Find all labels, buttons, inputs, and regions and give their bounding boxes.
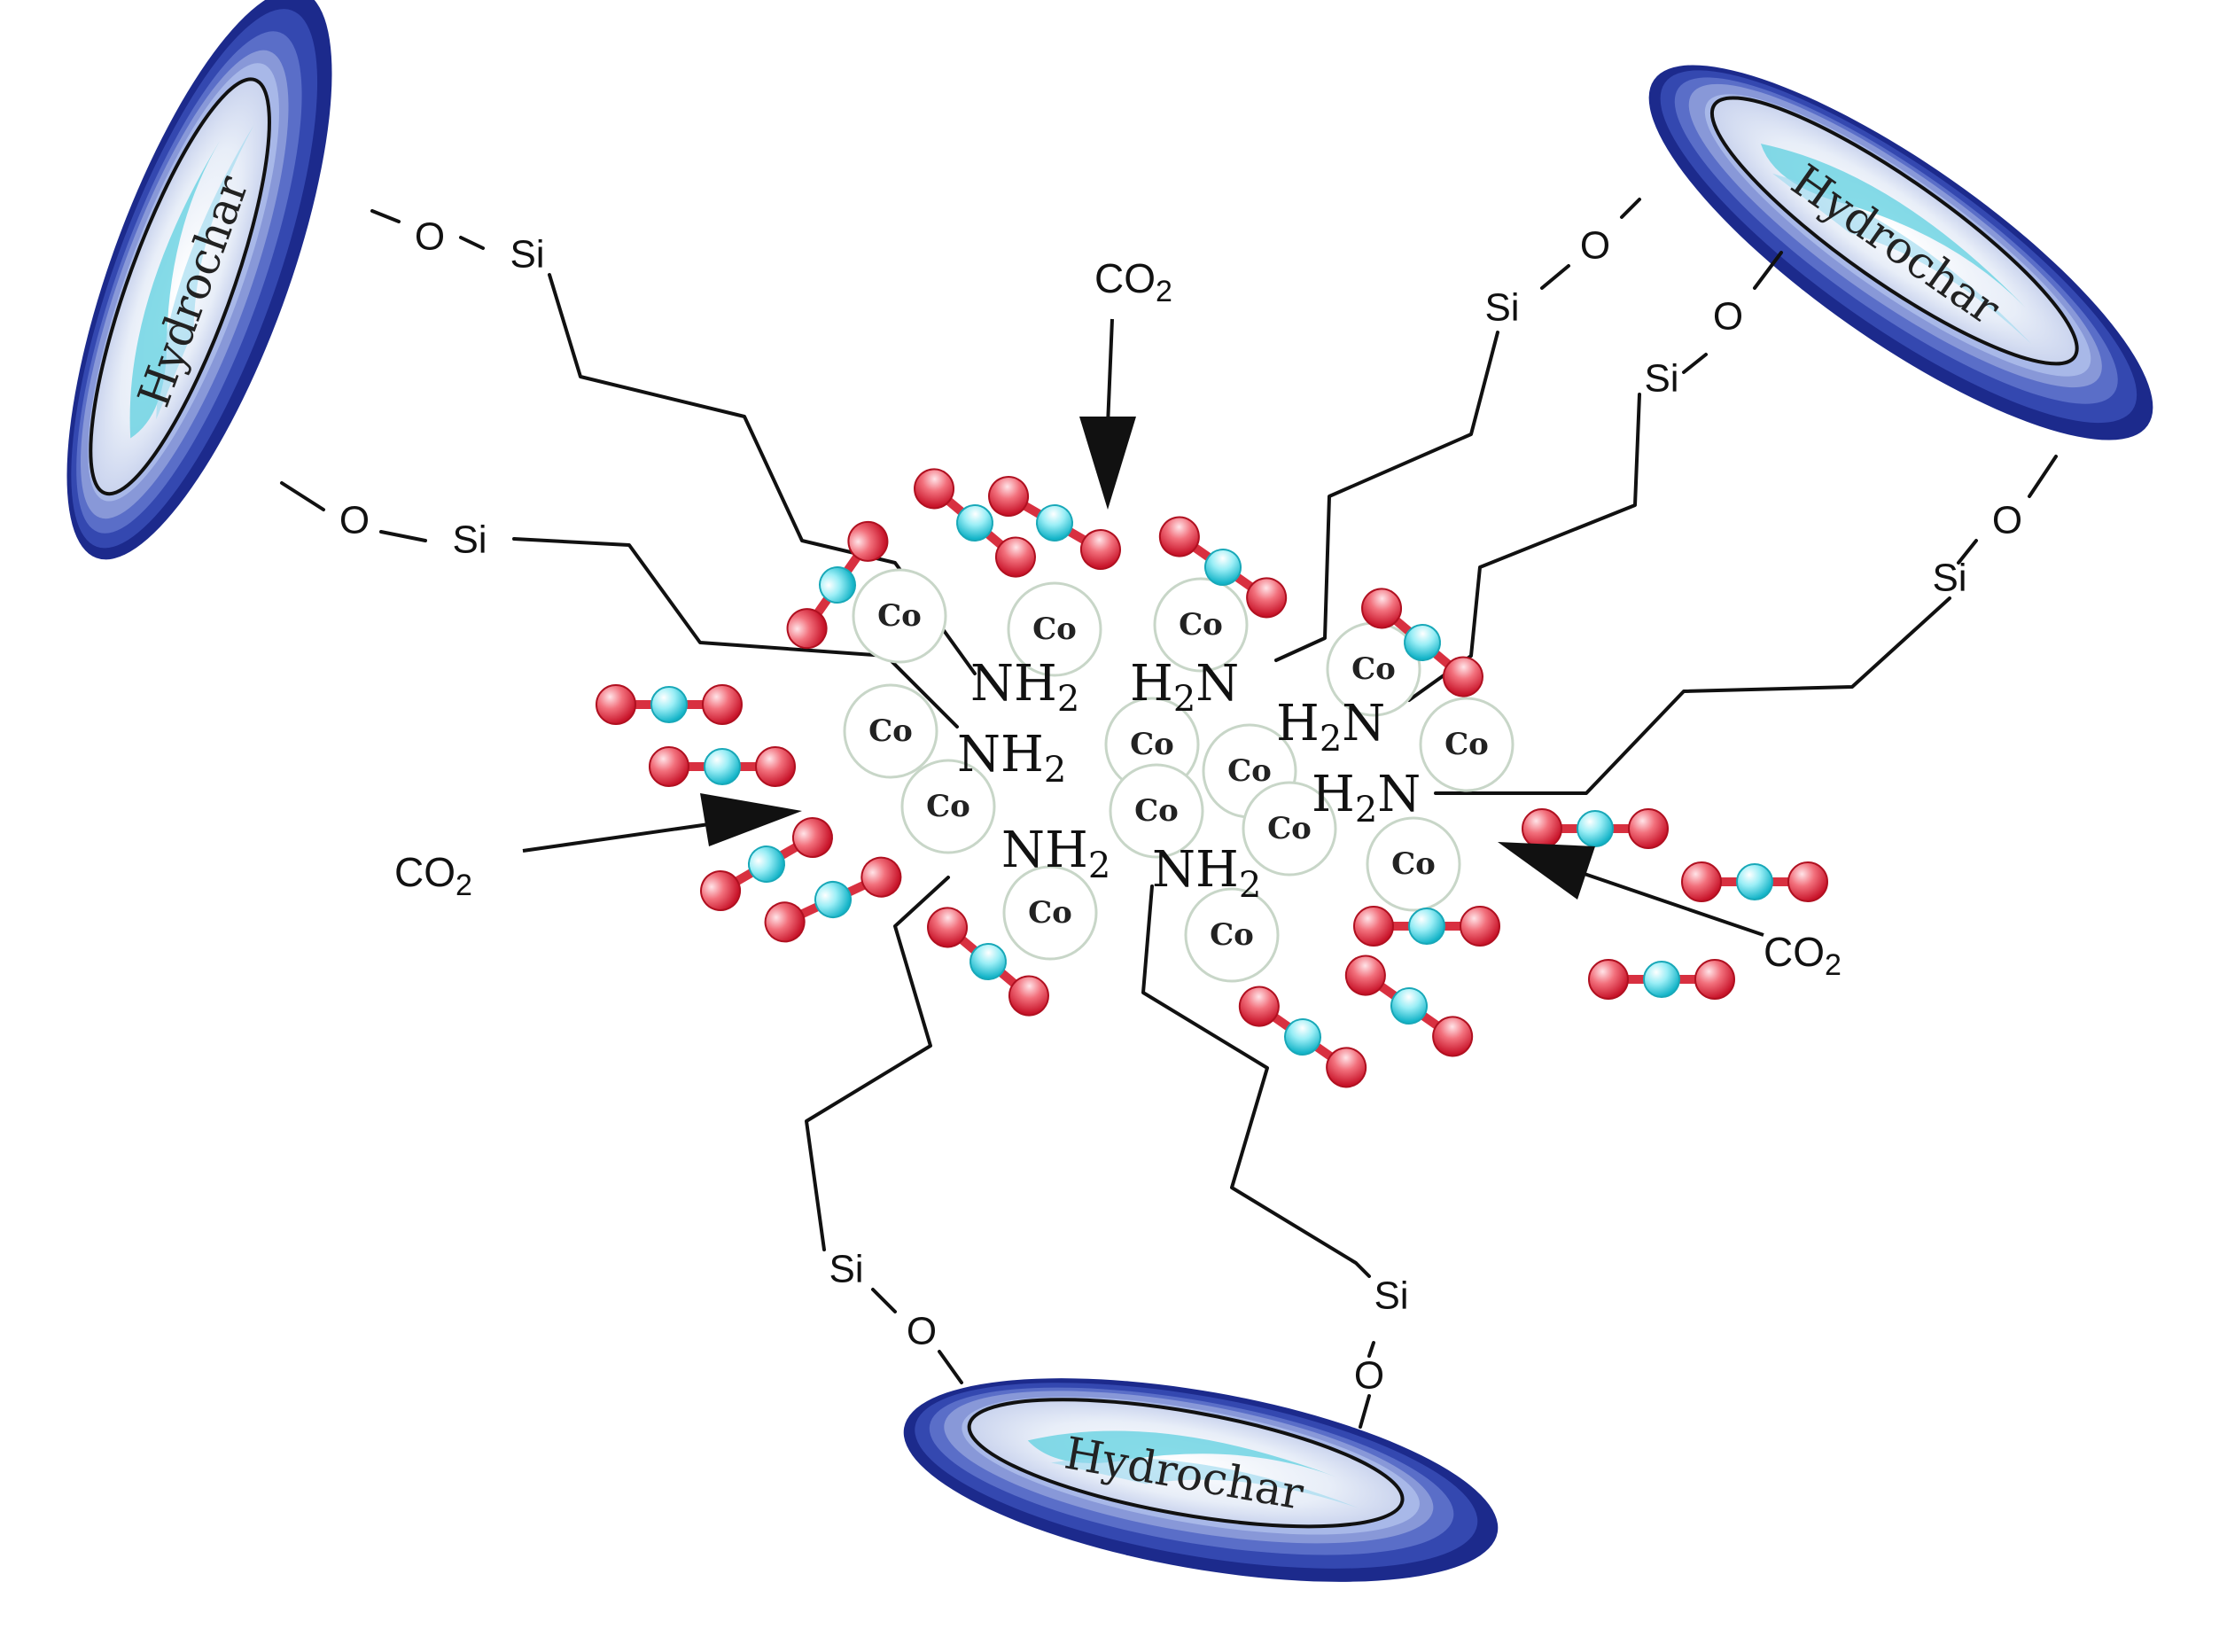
amine-groups: NH2 H2N H2N NH2 H2N NH2 NH2	[957, 655, 1421, 906]
cobalt-atom: Co	[1366, 816, 1461, 912]
svg-text:Co: Co	[1267, 811, 1312, 846]
co2-molecule	[1589, 960, 1734, 999]
chain-top-right-c-body	[1434, 596, 1951, 795]
co2-label-top: CO2	[1094, 255, 1172, 308]
siloxane-labels: O Si O Si O Si O Si O Si Si O Si O	[339, 215, 2022, 1398]
chain-top-right-c	[2028, 455, 2058, 498]
svg-text:Co: Co	[1032, 612, 1077, 647]
si-top-right-b: Si	[1644, 357, 1678, 401]
si-bottom-left: Si	[829, 1248, 863, 1291]
svg-text:Co: Co	[1134, 793, 1179, 829]
svg-text:Co: Co	[1227, 753, 1272, 789]
co2-labels: CO2 CO2 CO2	[394, 255, 1842, 982]
o-top-right-c: O	[1992, 499, 2022, 542]
chain-top-right-a-si	[1540, 264, 1570, 290]
svg-text:Co: Co	[1028, 895, 1072, 931]
chain-bottom-right-o2	[1359, 1394, 1371, 1429]
svg-text:Co: Co	[877, 598, 922, 634]
amine-nh2: NH2	[1001, 822, 1110, 886]
cobalt-atom: Co	[1109, 763, 1204, 859]
chain-top-left-lower	[280, 481, 325, 511]
amine-nh2: NH2	[957, 726, 1066, 791]
co2-molecule	[907, 461, 1043, 584]
linker-chains	[280, 198, 2058, 1429]
si-top-left-lower: Si	[452, 518, 487, 562]
co2-molecule	[1338, 948, 1480, 1064]
svg-text:Co: Co	[1444, 727, 1489, 762]
chain-top-right-c-si	[1957, 539, 1978, 565]
si-top-left-upper: Si	[510, 233, 544, 277]
hydrochar-top-right: Hydrochar	[1601, 5, 2200, 500]
chain-bottom-right	[1141, 884, 1371, 1278]
amine-h2n: H2N	[1276, 695, 1385, 760]
cobalt-atom: Co	[1242, 781, 1337, 877]
chain-top-right-a-body	[1274, 331, 1499, 662]
svg-text:Co: Co	[868, 713, 913, 749]
chain-bottom-left-si	[871, 1288, 897, 1313]
svg-text:Co: Co	[1351, 651, 1396, 687]
svg-text:Co: Co	[926, 789, 970, 824]
si-bottom-right: Si	[1374, 1274, 1408, 1318]
cobalt-atom: Co	[1326, 621, 1421, 717]
chain-top-left-lower-si	[379, 530, 427, 542]
co2-molecule	[1522, 809, 1668, 848]
o-bottom-left: O	[907, 1310, 937, 1353]
svg-text:Co: Co	[1210, 917, 1254, 953]
co2-molecule	[596, 685, 742, 724]
amine-h2n: H2N	[1312, 766, 1421, 830]
chain-bottom-right-o	[1367, 1341, 1375, 1358]
svg-text:Co: Co	[1391, 846, 1436, 882]
cobalt-atom: Co	[1184, 887, 1280, 983]
amine-nh2: NH2	[1152, 841, 1261, 906]
o-top-right-a: O	[1580, 224, 1610, 268]
hydrochar-bottom: Hydrochar	[886, 1338, 1515, 1622]
si-top-right-c: Si	[1932, 557, 1966, 600]
chain-top-right-b-body	[1407, 393, 1641, 702]
adsorption-arrows	[522, 318, 1764, 937]
cobalt-atom: Co	[852, 568, 947, 664]
co2-molecule	[1354, 907, 1499, 946]
svg-text:Co: Co	[1179, 607, 1223, 643]
chain-top-left-upper	[370, 209, 401, 223]
svg-text:Co: Co	[1130, 727, 1174, 762]
co2-molecule	[1232, 979, 1374, 1095]
cobalt-atom: Co	[843, 683, 938, 779]
o-bottom-right: O	[1354, 1354, 1384, 1398]
amine-h2n: H2N	[1130, 655, 1239, 720]
chain-top-right-b	[1753, 251, 1783, 290]
co2-molecule	[650, 747, 795, 786]
co2-label-right: CO2	[1764, 929, 1842, 982]
cobalt-cluster: Co Co Co Co Co Co Co Co Co Co Co Co Co C…	[843, 568, 1515, 983]
chain-top-right-a	[1620, 198, 1641, 219]
o-top-right-b: O	[1713, 295, 1743, 339]
cobalt-atom: Co	[1007, 581, 1102, 677]
co2-molecule	[1682, 862, 1827, 901]
chain-top-left-lower-body	[512, 537, 959, 729]
chain-bottom-left	[805, 876, 950, 1251]
co2-label-left: CO2	[394, 849, 472, 902]
si-top-right-a: Si	[1484, 286, 1519, 330]
o-top-left-upper: O	[415, 215, 445, 259]
chain-top-left-upper-si	[459, 236, 485, 250]
amine-nh2: NH2	[970, 655, 1079, 720]
chain-bottom-left-o	[938, 1350, 963, 1384]
o-top-left-lower: O	[339, 499, 370, 542]
cobalt-atom: Co	[1419, 697, 1515, 792]
hydrochar-top-left: Hydrochar	[11, 0, 388, 590]
cobalt-atom: Co	[1153, 577, 1249, 673]
cobalt-atom: Co	[900, 759, 996, 854]
arrow-right	[1498, 842, 1764, 937]
cobalt-atom: Co	[1002, 865, 1098, 961]
arrow-top	[1079, 318, 1136, 510]
arrow-left	[522, 793, 802, 853]
chain-top-right-b-si	[1682, 353, 1708, 374]
